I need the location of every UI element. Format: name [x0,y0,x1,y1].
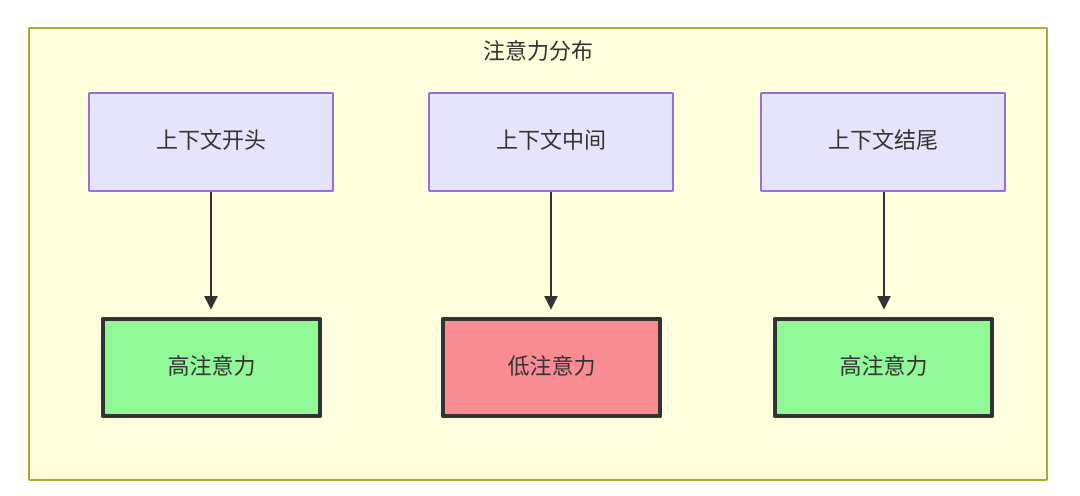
node-context-start[interactable]: 上下文开头 [88,92,334,192]
node-context-end[interactable]: 上下文结尾 [760,92,1006,192]
node-attention-middle-label: 低注意力 [507,354,596,380]
node-attention-end[interactable]: 高注意力 [773,317,994,418]
node-context-start-label: 上下文开头 [155,129,266,155]
diagram-title: 注意力分布 [482,40,593,65]
node-attention-end-label: 高注意力 [839,354,928,380]
node-attention-middle[interactable]: 低注意力 [441,317,662,418]
node-attention-start-label: 高注意力 [167,354,256,380]
node-context-middle[interactable]: 上下文中间 [428,92,674,192]
node-context-middle-label: 上下文中间 [495,129,606,155]
node-context-end-label: 上下文结尾 [827,129,938,155]
node-attention-start[interactable]: 高注意力 [101,317,322,418]
